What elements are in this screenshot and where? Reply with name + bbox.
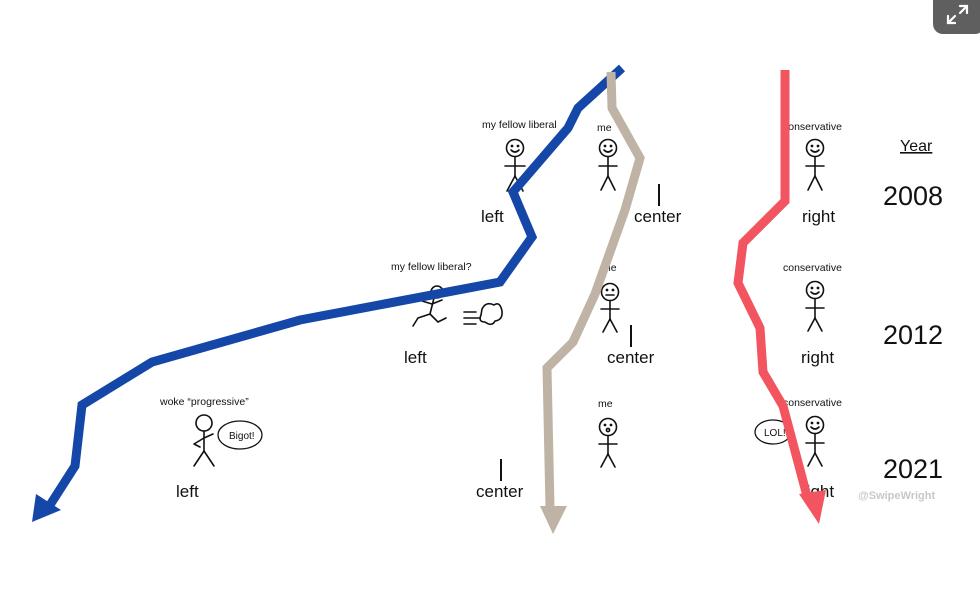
conservative-caption-2012: conservative xyxy=(783,262,842,274)
center-label-2021: center xyxy=(476,482,524,501)
conservative-stick-figure-2008 xyxy=(805,138,825,191)
year-label-2012: 2012 xyxy=(883,320,943,350)
left-label-2021: left xyxy=(176,482,199,501)
progressive-caption-2021: woke “progressive” xyxy=(159,396,249,408)
me-caption-2021: me xyxy=(598,398,613,410)
watermark: @SwipeWright xyxy=(858,490,935,502)
row-2012: left center right 2012 my fellow liberal… xyxy=(391,261,943,367)
conservative-stick-figure-2012 xyxy=(805,280,825,332)
year-label-2008: 2008 xyxy=(883,181,943,211)
left-label-2012: left xyxy=(404,348,427,367)
right-label-2012: right xyxy=(801,348,834,367)
conservative-caption-2008: conservative xyxy=(783,121,842,133)
conservative-laughing-figure-2021 xyxy=(805,415,825,467)
me-stick-figure-2008 xyxy=(598,138,618,191)
center-label-2008: center xyxy=(634,207,682,226)
bigot-bubble-text: Bigot! xyxy=(229,431,255,442)
expand-icon xyxy=(946,4,969,25)
lol-bubble-text: LOL! xyxy=(764,428,786,439)
me-shocked-figure-2021 xyxy=(598,417,618,468)
year-header: Year xyxy=(900,138,933,155)
right-drift-arrow xyxy=(733,70,826,524)
right-label-2008: right xyxy=(802,207,835,226)
liberal-caption-2012: my fellow liberal? xyxy=(391,261,472,273)
conservative-caption-2021: conservative xyxy=(783,397,842,409)
center-label-2012: center xyxy=(607,348,655,367)
left-label-2008: left xyxy=(481,207,504,226)
left-drift-arrow xyxy=(32,64,626,522)
row-2008: left center right 2008 my fellow liberal… xyxy=(480,119,943,226)
year-label-2021: 2021 xyxy=(883,454,943,484)
me-neutral-figure-2012 xyxy=(600,282,620,333)
me-caption-2008: me xyxy=(597,122,612,134)
row-2021: left center right 2021 woke “progressive… xyxy=(159,396,943,501)
expand-button[interactable] xyxy=(933,0,980,34)
liberal-caption-2008: my fellow liberal xyxy=(482,119,557,131)
center-drift-arrow xyxy=(540,71,645,534)
progressive-stick-figure-2021 xyxy=(193,414,215,467)
bigot-speech-bubble: Bigot! xyxy=(217,420,263,450)
